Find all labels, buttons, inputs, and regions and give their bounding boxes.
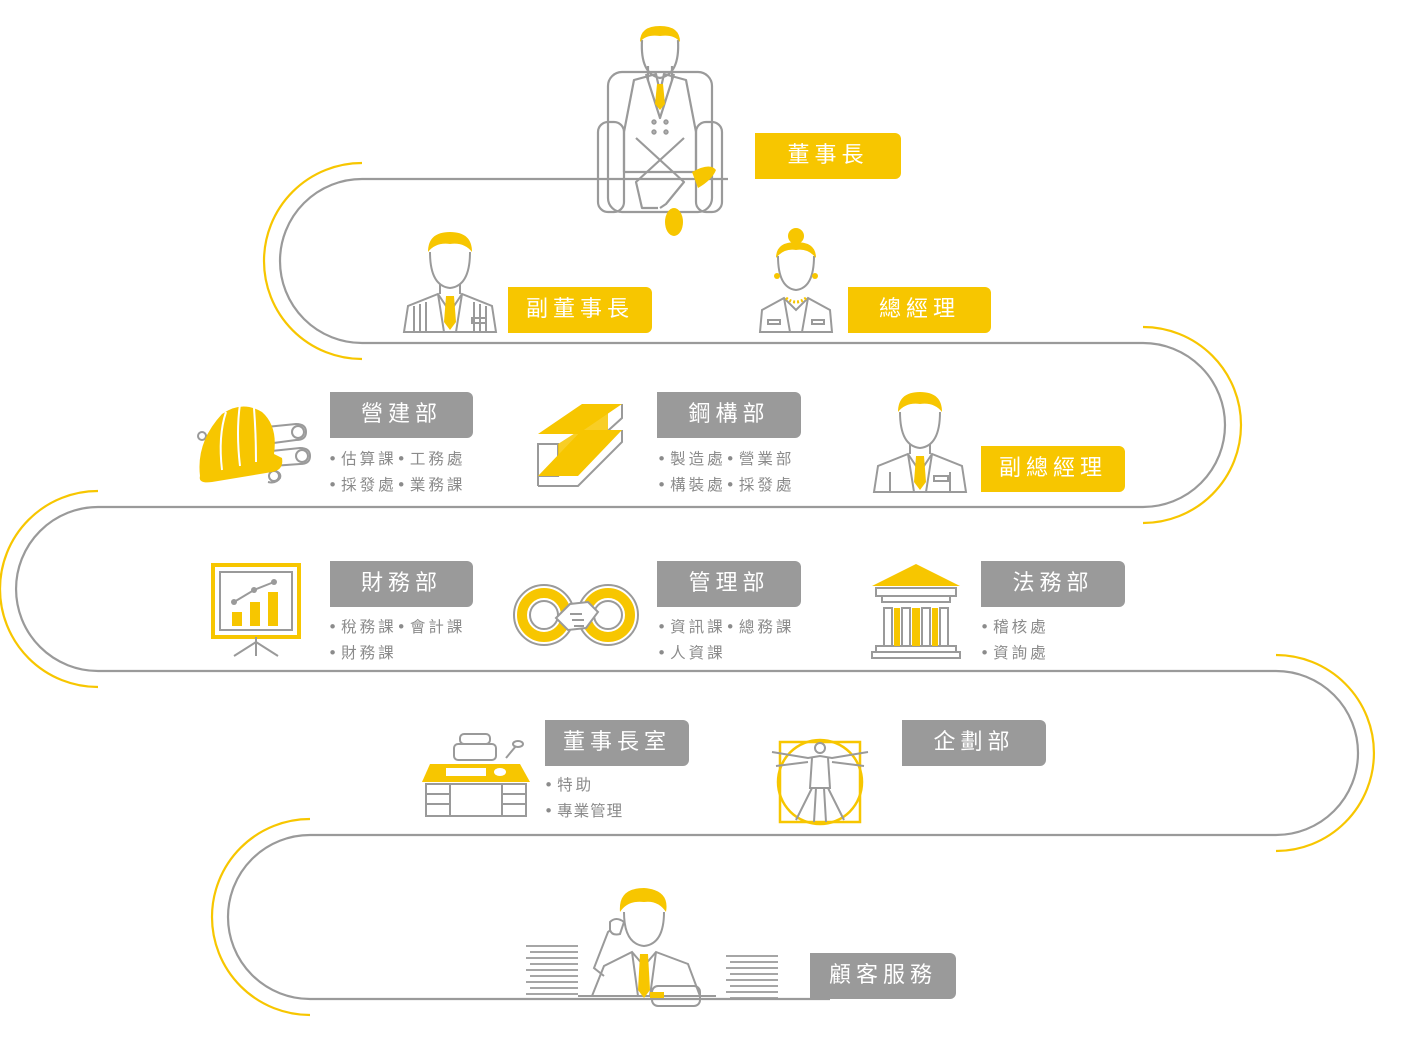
node-construction: 營建部 bbox=[330, 392, 473, 438]
chart-board-icon bbox=[211, 563, 301, 657]
unit: 人資課 bbox=[670, 644, 726, 662]
node-steel: 鋼構部 bbox=[657, 392, 801, 438]
courthouse-icon bbox=[871, 564, 961, 659]
unit: 構裝處 bbox=[670, 476, 726, 494]
unit: 業務課 bbox=[409, 476, 466, 494]
unit: 專業管理 bbox=[557, 802, 624, 820]
businessman-icon bbox=[402, 232, 498, 333]
handshake-icon bbox=[513, 584, 639, 646]
office-desk-icon bbox=[422, 733, 530, 817]
unit: 工務處 bbox=[409, 450, 466, 468]
unit: 採發處 bbox=[738, 476, 795, 494]
unit: 稽核處 bbox=[993, 618, 1049, 636]
node-chairman: 董事長 bbox=[755, 133, 901, 179]
finance-units: •稅務課•會計課 •財務課 bbox=[328, 618, 466, 662]
unit: 會計課 bbox=[409, 618, 466, 636]
unit: 稅務課 bbox=[341, 618, 397, 636]
manager-icon bbox=[872, 392, 968, 493]
steel-units: •製造處•營業部 •構裝處•採發處 bbox=[657, 450, 795, 494]
call-center-icon bbox=[526, 888, 778, 1007]
unit: 資詢處 bbox=[993, 644, 1049, 662]
steel-beam-icon bbox=[537, 404, 623, 487]
unit: 營業部 bbox=[738, 450, 795, 468]
vitruvian-man-icon bbox=[771, 738, 869, 826]
unit: 製造處 bbox=[670, 450, 726, 468]
node-vice-chairman: 副董事長 bbox=[508, 287, 652, 333]
node-deputy-gm: 副總經理 bbox=[981, 446, 1125, 492]
node-general-manager: 總經理 bbox=[848, 287, 991, 333]
management-units: •資訊課•總務課 •人資課 bbox=[657, 618, 795, 662]
node-legal: 法務部 bbox=[981, 561, 1125, 607]
seated-executive-icon bbox=[596, 26, 724, 236]
businesswoman-icon bbox=[758, 228, 834, 333]
chairman-office-units: •特助 •專業管理 bbox=[544, 776, 624, 820]
unit: 財務課 bbox=[341, 644, 397, 662]
node-management: 管理部 bbox=[657, 561, 801, 607]
hard-hat-icon bbox=[197, 403, 312, 484]
node-customer-service: 顧客服務 bbox=[810, 953, 956, 999]
node-planning: 企劃部 bbox=[902, 720, 1046, 766]
legal-units: •稽核處 •資詢處 bbox=[980, 618, 1049, 662]
node-finance: 財務部 bbox=[330, 561, 473, 607]
unit: 估算課 bbox=[341, 450, 397, 468]
unit: 特助 bbox=[557, 776, 595, 794]
unit: 資訊課 bbox=[670, 618, 726, 636]
construction-units: •估算課•工務處 •採發處•業務課 bbox=[328, 450, 466, 494]
unit: 總務課 bbox=[738, 618, 795, 636]
node-chairman-office: 董事長室 bbox=[545, 720, 689, 766]
unit: 採發處 bbox=[341, 476, 397, 494]
